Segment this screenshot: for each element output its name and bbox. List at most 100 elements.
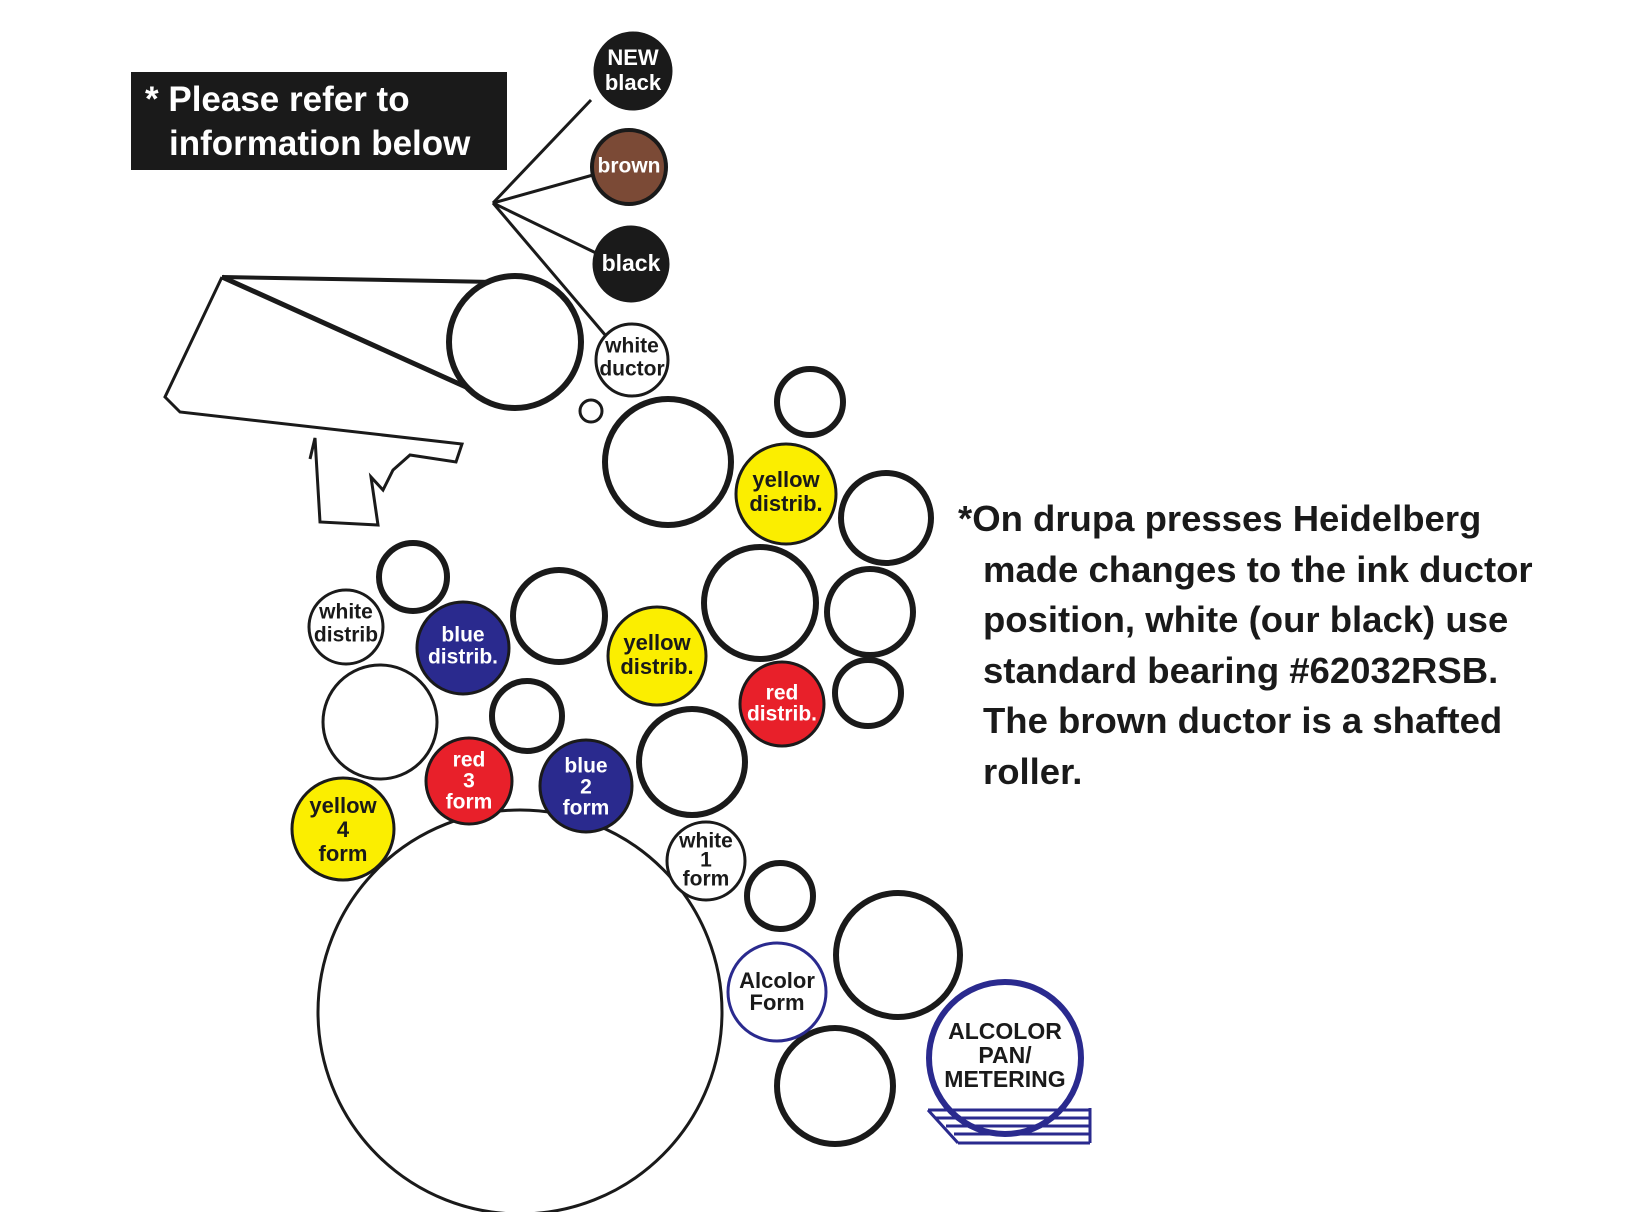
roller-blue-2-form-label: blue <box>564 755 607 778</box>
ink-fountain <box>163 274 496 527</box>
note-line: made changes to the ink ductor <box>983 548 1533 590</box>
roller-blue-2-form-label: form <box>563 797 610 820</box>
roller-new-black-label: black <box>605 70 662 95</box>
roller-yellow-4-form-label: yellow <box>309 793 377 818</box>
roller-red-3-form-circle <box>424 736 514 826</box>
roller-blue-2-form-circle <box>538 738 634 834</box>
roller-red-distrib: red distrib. <box>738 660 826 748</box>
roller-black: black <box>592 225 670 303</box>
roller-white-distrib-circle <box>307 588 385 666</box>
roller <box>602 396 734 528</box>
fountain-outline <box>163 276 465 527</box>
fountain-roller <box>446 273 584 411</box>
roller-alcolor-form-label: Form <box>750 990 805 1015</box>
leader-lines <box>491 98 608 337</box>
drupa-note: *On drupa presses Heidelberg made change… <box>958 494 1628 797</box>
plate-cylinder <box>316 808 724 1212</box>
roller-red-distrib-label: distrib. <box>747 703 817 726</box>
roller-blue-distrib: blue distrib. <box>415 600 511 696</box>
roller-red-3-form-label: form <box>446 791 493 814</box>
roller-blue-distrib-label: blue <box>441 624 484 647</box>
roller-yellow-4-form-label: 4 <box>337 817 350 842</box>
roller-new-black-label: NEW <box>607 45 659 70</box>
leader-line <box>491 202 608 337</box>
note-line: standard bearing #62032RSB. <box>983 649 1499 691</box>
notice-line: * Please refer to <box>145 80 410 119</box>
roller <box>636 706 748 818</box>
note-line: The brown ductor is a shafted <box>983 700 1503 741</box>
roller-new-black-circle <box>593 31 673 111</box>
roller <box>376 540 450 614</box>
roller-brown-label: brown <box>598 155 661 178</box>
roller <box>510 567 608 665</box>
notice-box: * Please refer to information below <box>131 72 507 170</box>
fountain-top-edge <box>221 275 496 284</box>
roller <box>824 566 916 658</box>
roller-white-distrib: white distrib <box>307 588 385 666</box>
roller-yellow-distrib-mid-label: yellow <box>623 630 691 655</box>
roller-white-distrib-label: white <box>318 601 373 624</box>
roller-yellow-distrib-top-circle <box>734 442 838 546</box>
roller-yellow-distrib-mid-label: distrib. <box>620 654 693 679</box>
roller-black-circle <box>592 225 670 303</box>
roller-yellow-distrib-top-label: yellow <box>752 467 820 492</box>
plain-rollers <box>316 366 963 1212</box>
roller-brown: brown <box>590 128 668 206</box>
roller <box>774 1025 896 1147</box>
roller-yellow-4-form-label: form <box>319 841 368 866</box>
roller-white-ductor: white ductor <box>594 322 670 398</box>
roller-yellow-distrib-top: yellow distrib. <box>734 442 838 546</box>
roller-blue-distrib-label: distrib. <box>428 646 498 669</box>
pan-side <box>926 1108 960 1145</box>
leader-line <box>492 201 597 255</box>
roller-alcolor-form-label: Alcolor <box>739 968 815 993</box>
alcolor-pan-label: ALCOLOR <box>948 1018 1062 1044</box>
water-pan <box>926 1108 1092 1145</box>
alcolor-pan-metering: ALCOLOR PAN/ METERING <box>926 979 1092 1145</box>
alcolor-pan-label: METERING <box>944 1066 1065 1092</box>
note-line: roller. <box>983 750 1083 792</box>
roller-white-ductor-circle <box>594 322 670 398</box>
roller-white-1-form-label: form <box>683 868 730 891</box>
roller-black-label: black <box>602 250 661 276</box>
roller-white-1-form-circle <box>665 820 747 902</box>
roller-red-distrib-circle <box>738 660 826 748</box>
note-line: position, white (our black) use <box>983 599 1509 640</box>
roller-yellow-4-form-circle <box>290 776 396 882</box>
roller <box>833 890 963 1020</box>
roller-blue-2-form: blue 2 form <box>538 738 634 834</box>
roller-red-3-form-label: red <box>453 749 486 772</box>
notice-line: information below <box>169 124 471 163</box>
roller <box>489 678 565 754</box>
alcolor-pan-label: PAN/ <box>978 1042 1032 1068</box>
leader-line <box>492 173 594 205</box>
roller-yellow-distrib-top-label: distrib. <box>749 491 822 516</box>
roller-red-distrib-label: red <box>766 682 799 705</box>
roller <box>774 366 846 438</box>
roller-white-distrib-label: distrib <box>314 624 378 647</box>
roller <box>832 657 904 729</box>
roller-red-3-form: red 3 form <box>424 736 514 826</box>
leader-line <box>491 98 593 205</box>
roller <box>701 544 819 662</box>
note-line: *On drupa presses Heidelberg <box>958 498 1482 539</box>
roller-brown-circle <box>590 128 668 206</box>
small-idler-roller <box>578 398 604 424</box>
roller-alcolor-form: Alcolor Form <box>726 941 828 1043</box>
roller-blue-distrib-circle <box>415 600 511 696</box>
roller-yellow-distrib-mid-circle <box>606 605 708 707</box>
labelled-rollers: NEW black brown black white ductor yello… <box>290 31 1092 1145</box>
roller-yellow-distrib-mid: yellow distrib. <box>606 605 708 707</box>
roller-yellow-4-form: yellow 4 form <box>290 776 396 882</box>
roller-white-ductor-label: white <box>604 335 659 358</box>
roller-white-1-form-label: white <box>678 830 733 853</box>
roller-alcolor-form-circle <box>726 941 828 1043</box>
roller <box>838 470 934 566</box>
roller <box>321 663 439 781</box>
roller-new-black: NEW black <box>593 31 673 111</box>
roller-red-3-form-label: 3 <box>463 770 475 793</box>
roller-blue-2-form-label: 2 <box>580 776 592 799</box>
roller-white-1-form: white 1 form <box>665 820 747 902</box>
fountain-blade <box>220 274 468 390</box>
